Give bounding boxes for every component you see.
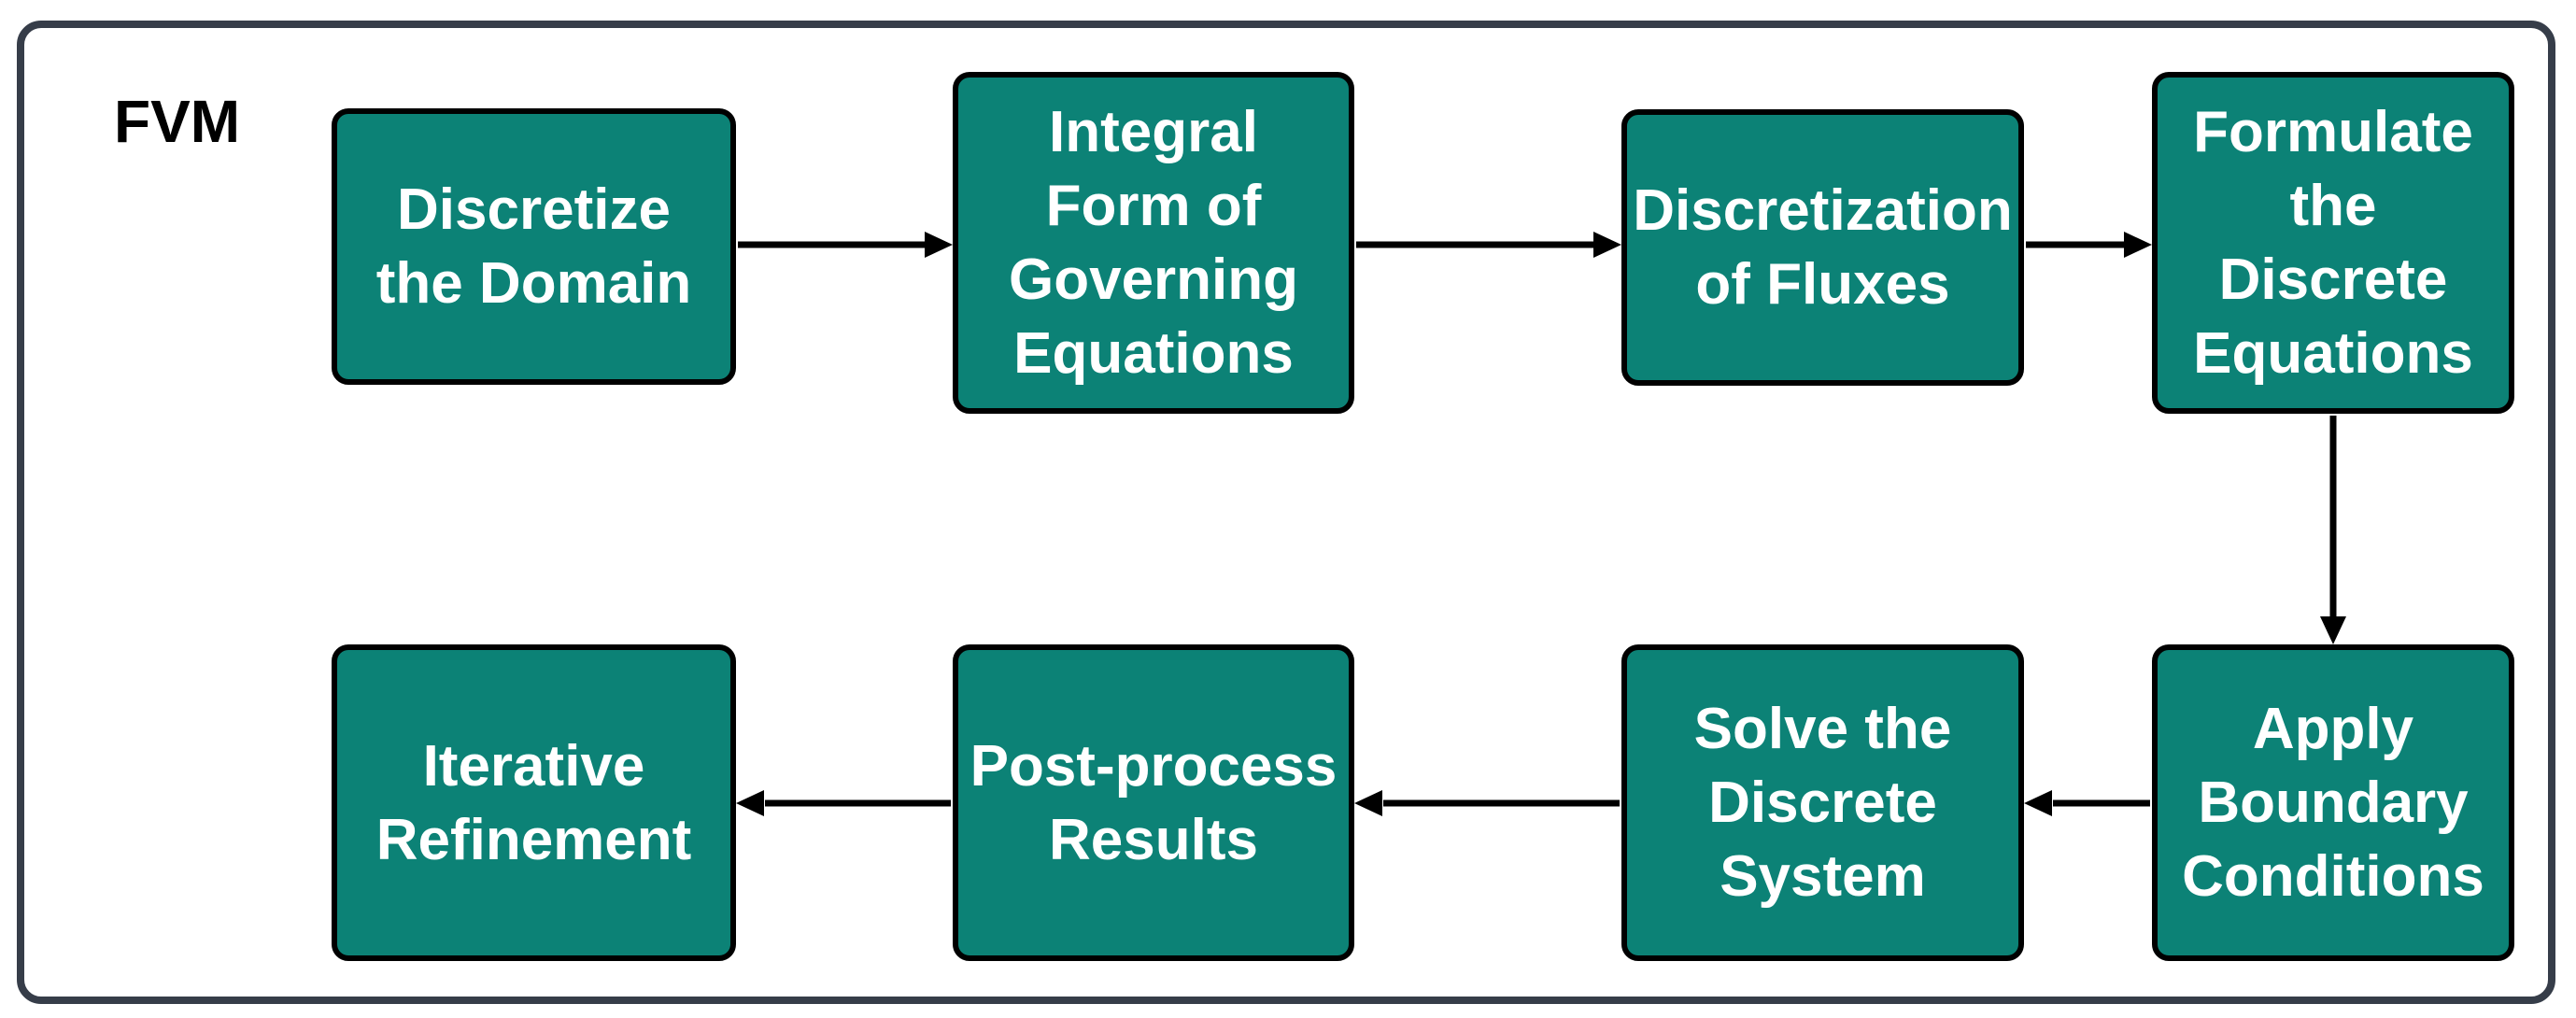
flow-node-apply-boundary-conditions: Apply Boundary Conditions xyxy=(2152,644,2514,961)
diagram-title: FVM xyxy=(114,88,241,155)
node-label: Integral Form of Governing Equations xyxy=(1008,100,1299,386)
node-label: Discretization of Fluxes xyxy=(1633,178,2013,317)
node-label: Apply Boundary Conditions xyxy=(2182,697,2484,909)
flow-node-integral-form-of-governing-equations: Integral Form of Governing Equations xyxy=(953,72,1354,414)
node-label: Post-process Results xyxy=(970,733,1338,872)
node-label: Solve the Discrete System xyxy=(1693,697,1952,909)
node-label: Discretize the Domain xyxy=(375,177,692,316)
flow-node-discretize-the-domain: Discretize the Domain xyxy=(332,108,736,385)
flow-node-formulate-the-discrete-equations: Formulate the Discrete Equations xyxy=(2152,72,2514,414)
node-label: Formulate the Discrete Equations xyxy=(2193,100,2473,386)
flow-node-iterative-refinement: Iterative Refinement xyxy=(332,644,736,961)
flow-node-discretization-of-fluxes: Discretization of Fluxes xyxy=(1621,109,2024,386)
flow-node-solve-the-discrete-system: Solve the Discrete System xyxy=(1621,644,2024,961)
node-label: Iterative Refinement xyxy=(375,733,692,872)
flow-node-post-process-results: Post-process Results xyxy=(953,644,1354,961)
diagram-frame xyxy=(17,21,2555,1004)
